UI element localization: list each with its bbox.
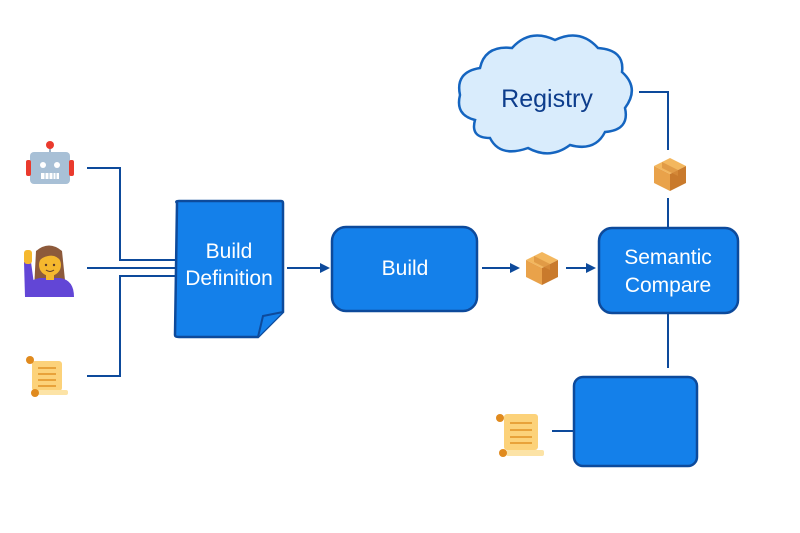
semantic-compare-label-line1: Semantic bbox=[624, 246, 712, 269]
build-label: Build bbox=[382, 257, 429, 280]
package-icon bbox=[654, 158, 686, 191]
build-node[interactable]: Build bbox=[330, 225, 479, 313]
semantic-compare-node[interactable]: Semantic Compare bbox=[597, 226, 740, 315]
connector-scroll bbox=[87, 275, 175, 377]
scroll-icon bbox=[26, 356, 68, 397]
package-icon bbox=[526, 252, 558, 285]
person-raising-hand-icon bbox=[24, 245, 74, 297]
semantic-compare-label-line2: Compare bbox=[625, 274, 711, 297]
registry-label: Registry bbox=[501, 85, 593, 113]
build-definition-node[interactable]: Build Definition bbox=[173, 199, 285, 339]
build-definition-label-line2: Definition bbox=[185, 267, 273, 290]
registry-node[interactable]: Registry bbox=[457, 34, 633, 155]
robot-icon bbox=[26, 141, 74, 184]
output-node[interactable] bbox=[572, 375, 699, 468]
connector-registry-top bbox=[639, 91, 669, 150]
build-definition-label-line1: Build bbox=[206, 240, 253, 263]
connector-robot bbox=[87, 167, 175, 261]
scroll-icon bbox=[496, 414, 544, 457]
